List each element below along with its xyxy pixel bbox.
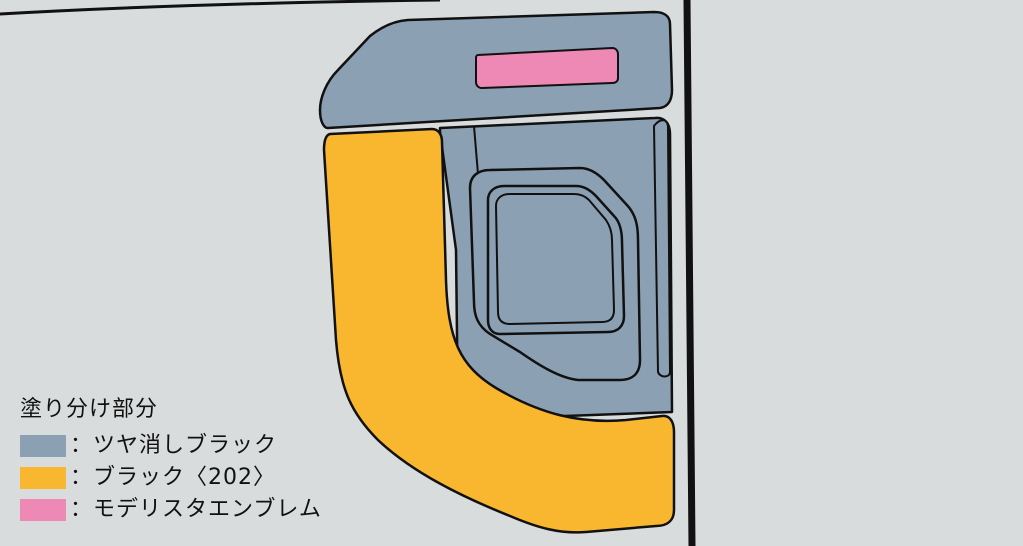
legend-item-emblem: ：モデリスタエンブレム: [20, 494, 440, 526]
legend-item-matte-black: ：ツヤ消しブラック: [20, 430, 440, 462]
black-202-bumper-corner: [322, 127, 676, 534]
legend-swatch-black-202: [20, 467, 66, 489]
legend-label-black-202: ：ブラック〈202〉: [70, 465, 276, 490]
legend-label-matte-black: ：ツヤ消しブラック: [70, 433, 278, 458]
modellista-emblem: [475, 46, 619, 90]
body-edge-line: [683, 0, 696, 546]
garnish-side-rib: [652, 119, 672, 378]
legend-label-emblem: ：モデリスタエンブレム: [70, 497, 322, 522]
legend: 塗り分け部分 ：ツヤ消しブラック ：ブラック〈202〉 ：モデリスタエンブレム: [20, 395, 440, 526]
body-top-line: [0, 0, 441, 16]
legend-item-black-202: ：ブラック〈202〉: [20, 462, 440, 494]
garnish-inner-line: [473, 125, 479, 175]
legend-swatch-matte-black: [20, 435, 66, 457]
legend-title: 塗り分け部分: [20, 397, 159, 422]
lamp-lens: [494, 193, 616, 326]
legend-swatch-emblem: [20, 499, 66, 521]
